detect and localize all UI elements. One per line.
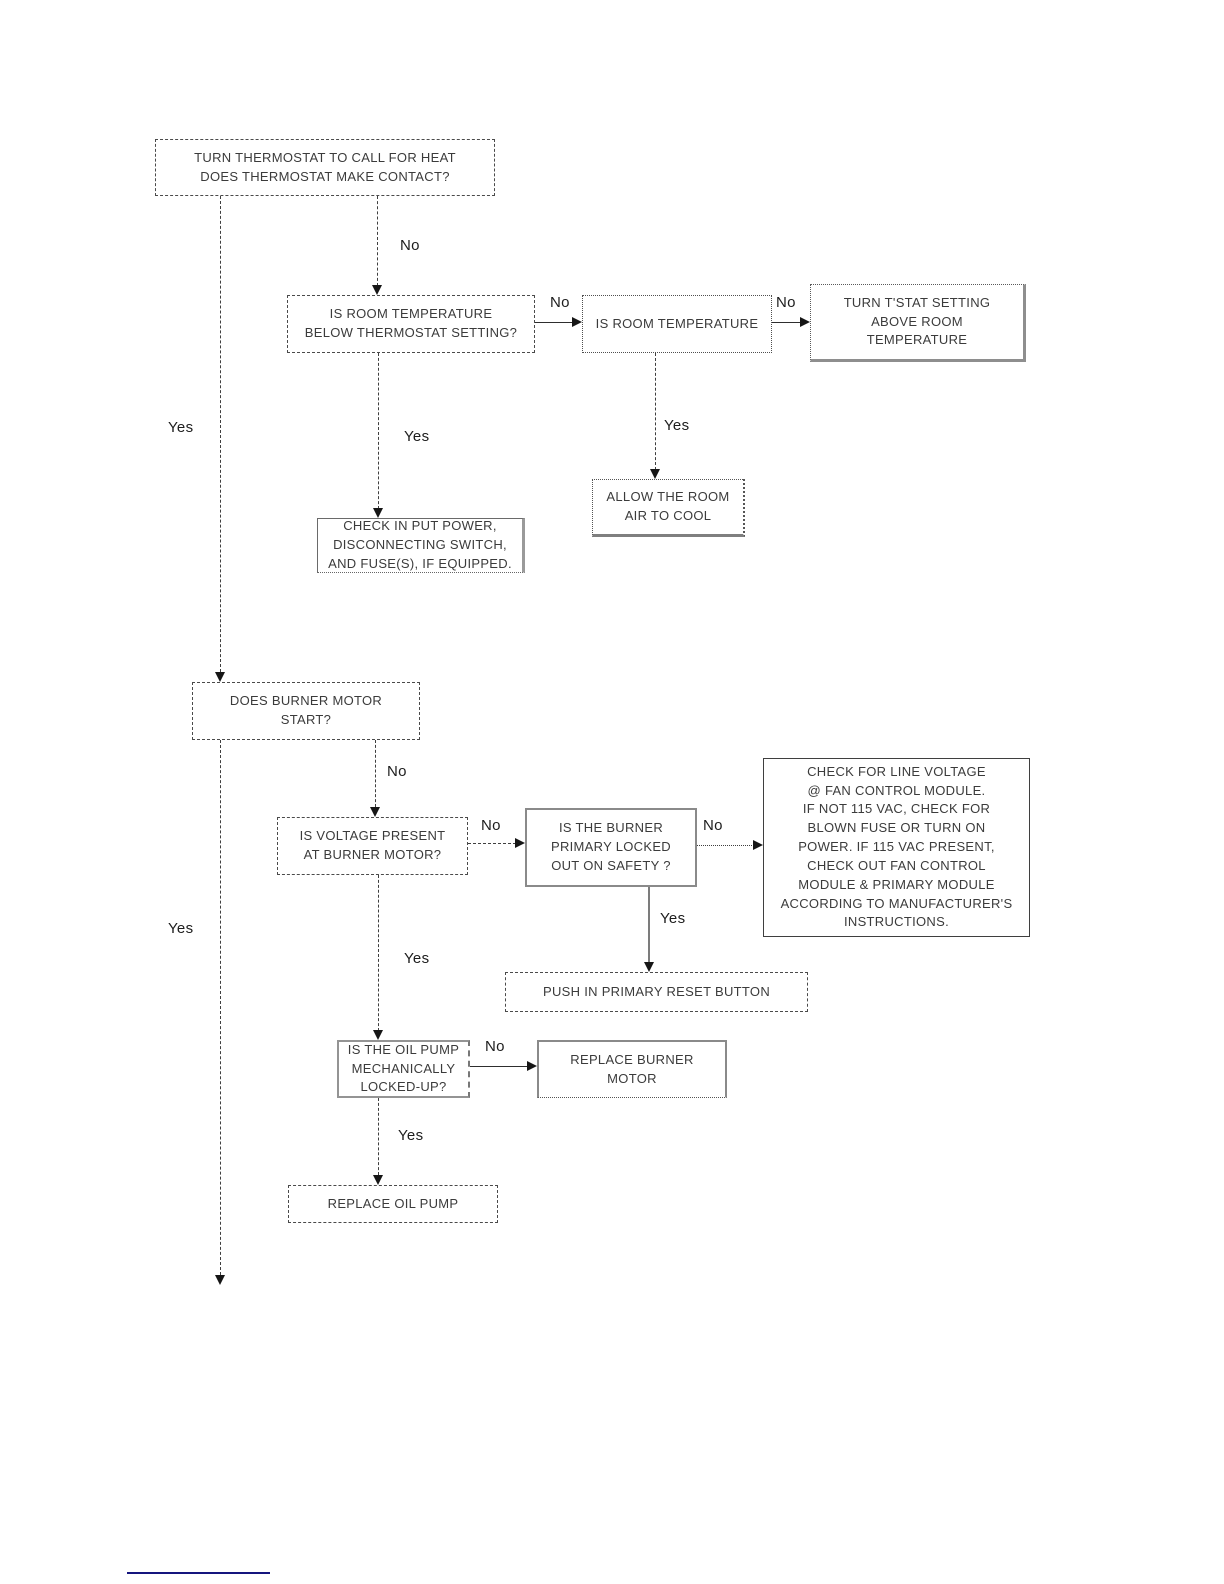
node-replace-oil-pump: REPLACE OIL PUMP bbox=[288, 1185, 498, 1223]
node-turn-thermostat: TURN THERMOSTAT TO CALL FOR HEAT DOES TH… bbox=[155, 139, 495, 196]
edge-n1-n2-line bbox=[377, 196, 378, 286]
arrowhead-icon bbox=[370, 807, 380, 817]
edge-label-yes: Yes bbox=[396, 1127, 426, 1144]
node-replace-burner-motor: REPLACE BURNER MOTOR bbox=[537, 1040, 727, 1098]
arrowhead-icon bbox=[373, 1030, 383, 1040]
edge-n8-n9-line bbox=[468, 843, 516, 844]
node-push-primary-reset: PUSH IN PRIMARY RESET BUTTON bbox=[505, 972, 808, 1012]
arrowhead-icon bbox=[215, 672, 225, 682]
edge-n1-n7-line bbox=[220, 196, 221, 672]
edge-n3-n5-line bbox=[655, 353, 656, 470]
edge-label-yes: Yes bbox=[402, 428, 432, 445]
edge-label-yes: Yes bbox=[658, 910, 688, 927]
edge-label-no: No bbox=[548, 294, 572, 311]
node-oil-pump-locked-up: IS THE OIL PUMP MECHANICALLY LOCKED-UP? bbox=[337, 1040, 470, 1098]
node-allow-room-air-cool: ALLOW THE ROOM AIR TO COOL bbox=[592, 479, 745, 537]
node-does-burner-motor-start: DOES BURNER MOTOR START? bbox=[192, 682, 420, 740]
node-voltage-present-burner-motor: IS VOLTAGE PRESENT AT BURNER MOTOR? bbox=[277, 817, 468, 875]
arrowhead-icon bbox=[753, 840, 763, 850]
edge-n3-n4-line bbox=[772, 322, 801, 323]
node-burner-primary-locked-out: IS THE BURNER PRIMARY LOCKED OUT ON SAFE… bbox=[525, 808, 697, 887]
arrowhead-icon bbox=[515, 838, 525, 848]
node-check-input-power: CHECK IN PUT POWER, DISCONNECTING SWITCH… bbox=[317, 518, 525, 573]
edge-n8-n12-line bbox=[378, 875, 379, 1031]
arrowhead-icon bbox=[572, 317, 582, 327]
arrowhead-icon bbox=[215, 1275, 225, 1285]
edge-label-no: No bbox=[701, 817, 725, 834]
edge-n12-n13-line bbox=[470, 1066, 527, 1067]
edge-n9-n10-line bbox=[697, 845, 754, 846]
edge-label-no: No bbox=[483, 1038, 507, 1055]
edge-label-yes: Yes bbox=[402, 950, 432, 967]
node-check-line-voltage-fan-control: CHECK FOR LINE VOLTAGE @ FAN CONTROL MOD… bbox=[763, 758, 1030, 937]
arrowhead-icon bbox=[644, 962, 654, 972]
edge-n12-n14-line bbox=[378, 1098, 379, 1175]
arrowhead-icon bbox=[373, 1175, 383, 1185]
node-turn-tstat-setting-above: TURN T'STAT SETTING ABOVE ROOM TEMPERATU… bbox=[810, 284, 1026, 362]
arrowhead-icon bbox=[373, 508, 383, 518]
arrowhead-icon bbox=[527, 1061, 537, 1071]
edge-n2-n6-line bbox=[378, 353, 379, 509]
edge-n7-n8-line bbox=[375, 740, 376, 807]
edge-label-yes: Yes bbox=[166, 920, 196, 937]
arrowhead-icon bbox=[650, 469, 660, 479]
edge-label-no: No bbox=[398, 237, 422, 254]
edge-label-no: No bbox=[479, 817, 503, 834]
edge-label-yes: Yes bbox=[166, 419, 196, 436]
edge-label-no: No bbox=[385, 763, 409, 780]
edge-n7-down-line bbox=[220, 740, 221, 1275]
arrowhead-icon bbox=[372, 285, 382, 295]
node-room-temp-below-setting: IS ROOM TEMPERATURE BELOW THERMOSTAT SET… bbox=[287, 295, 535, 353]
footer-rule bbox=[127, 1572, 270, 1574]
edge-label-no: No bbox=[774, 294, 798, 311]
node-is-room-temperature: IS ROOM TEMPERATURE bbox=[582, 295, 772, 353]
edge-label-yes: Yes bbox=[662, 417, 692, 434]
edge-n9-n11-line bbox=[648, 887, 650, 962]
arrowhead-icon bbox=[800, 317, 810, 327]
edge-n2-n3-line bbox=[535, 322, 573, 323]
